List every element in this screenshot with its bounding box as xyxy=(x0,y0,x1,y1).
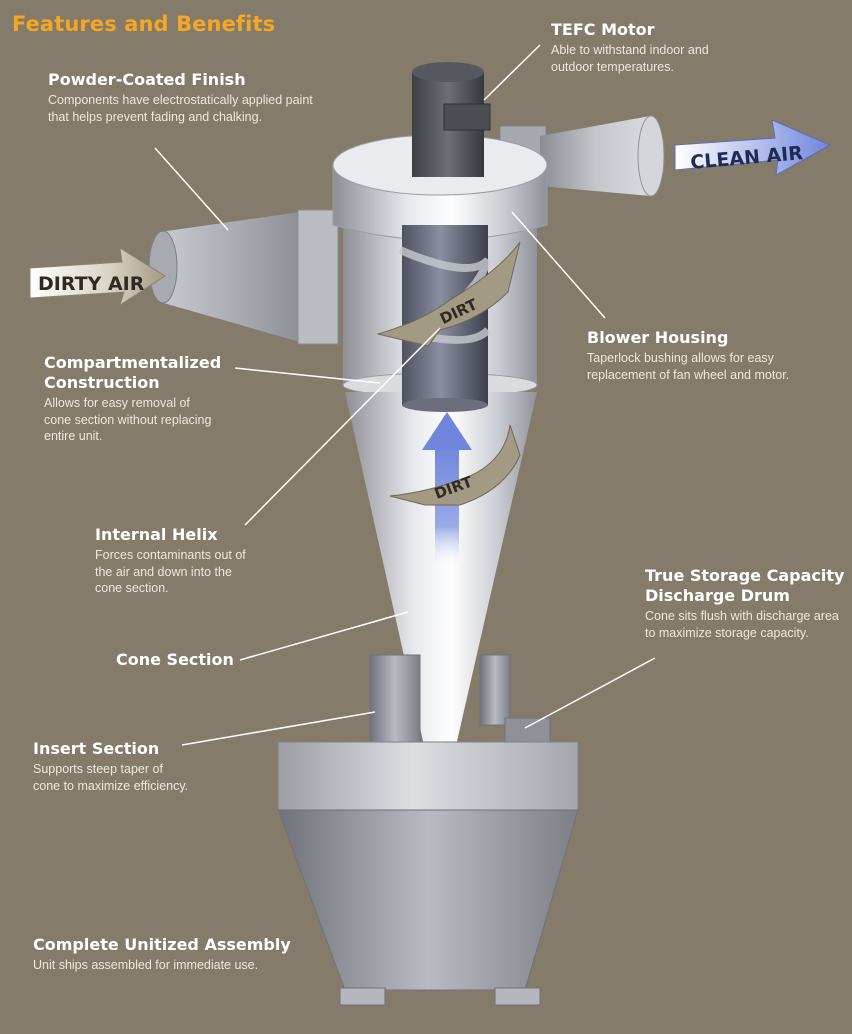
callout-heading: Cone Section xyxy=(116,650,234,669)
callout-heading: Compartmentalized Construction xyxy=(44,353,222,392)
leader-blower-housing xyxy=(511,211,606,319)
callout-blower-housing: Blower Housing Taperlock bushing allows … xyxy=(587,328,789,383)
page-title: Features and Benefits xyxy=(12,12,276,36)
leader-lines xyxy=(154,44,656,746)
callout-description: Cone sits flush with discharge area to m… xyxy=(645,609,839,640)
callout-heading: Powder-Coated Finish xyxy=(48,70,246,89)
callout-description: Allows for easy removal of cone section … xyxy=(44,396,212,443)
callout-internal-helix: Internal Helix Forces contaminants out o… xyxy=(95,525,246,597)
discharge-drum-shape xyxy=(277,741,579,1006)
callout-description: Taperlock bushing allows for easy replac… xyxy=(587,351,790,382)
inlet-duct xyxy=(148,209,339,345)
callout-powder-coated-finish: Powder-Coated Finish Components have ele… xyxy=(48,70,313,125)
leader-powder-coated xyxy=(154,147,229,231)
leader-cone-section xyxy=(239,611,409,661)
callout-true-storage-capacity: True Storage Capacity Discharge Drum Con… xyxy=(645,566,852,641)
callout-cone-section: Cone Section xyxy=(116,650,234,670)
callout-description: Supports steep taper of cone to maximize… xyxy=(33,762,189,793)
leader-storage xyxy=(524,657,656,729)
dirty-air-label: DIRTY AIR xyxy=(38,273,145,295)
callout-description: Able to withstand indoor and outdoor tem… xyxy=(551,43,709,74)
callout-heading: Complete Unitized Assembly xyxy=(33,935,291,954)
callout-description: Forces contaminants out of the air and d… xyxy=(95,548,246,595)
leader-tefc-motor xyxy=(483,44,541,101)
callout-heading: Blower Housing xyxy=(587,328,729,347)
callout-tefc-motor: TEFC Motor Able to withstand indoor and … xyxy=(551,20,709,75)
blower-housing-shape xyxy=(332,134,548,241)
upward-airflow-arrow xyxy=(422,412,472,570)
callout-heading: True Storage Capacity Discharge Drum xyxy=(645,566,845,605)
callout-insert-section: Insert Section Supports steep taper of c… xyxy=(33,739,188,794)
insert-section-shape xyxy=(369,654,551,749)
callout-complete-unitized-assembly: Complete Unitized Assembly Unit ships as… xyxy=(33,935,291,974)
clean-air-arrow: CLEAN AIR xyxy=(674,119,832,176)
callout-description: Components have electrostatically applie… xyxy=(48,93,313,124)
callout-heading: Insert Section xyxy=(33,739,160,758)
leader-insert-section xyxy=(181,711,376,746)
callout-compartmentalized-construction: Compartmentalized Construction Allows fo… xyxy=(44,353,221,445)
dirty-air-arrow: DIRTY AIR xyxy=(29,247,166,307)
callout-description: Unit ships assembled for immediate use. xyxy=(33,958,259,972)
callout-heading: TEFC Motor xyxy=(551,20,655,39)
callout-heading: Internal Helix xyxy=(95,525,218,544)
leader-internal-helix xyxy=(244,327,441,526)
leader-compartmentalized xyxy=(234,367,381,384)
tefc-motor-shape xyxy=(412,62,491,177)
